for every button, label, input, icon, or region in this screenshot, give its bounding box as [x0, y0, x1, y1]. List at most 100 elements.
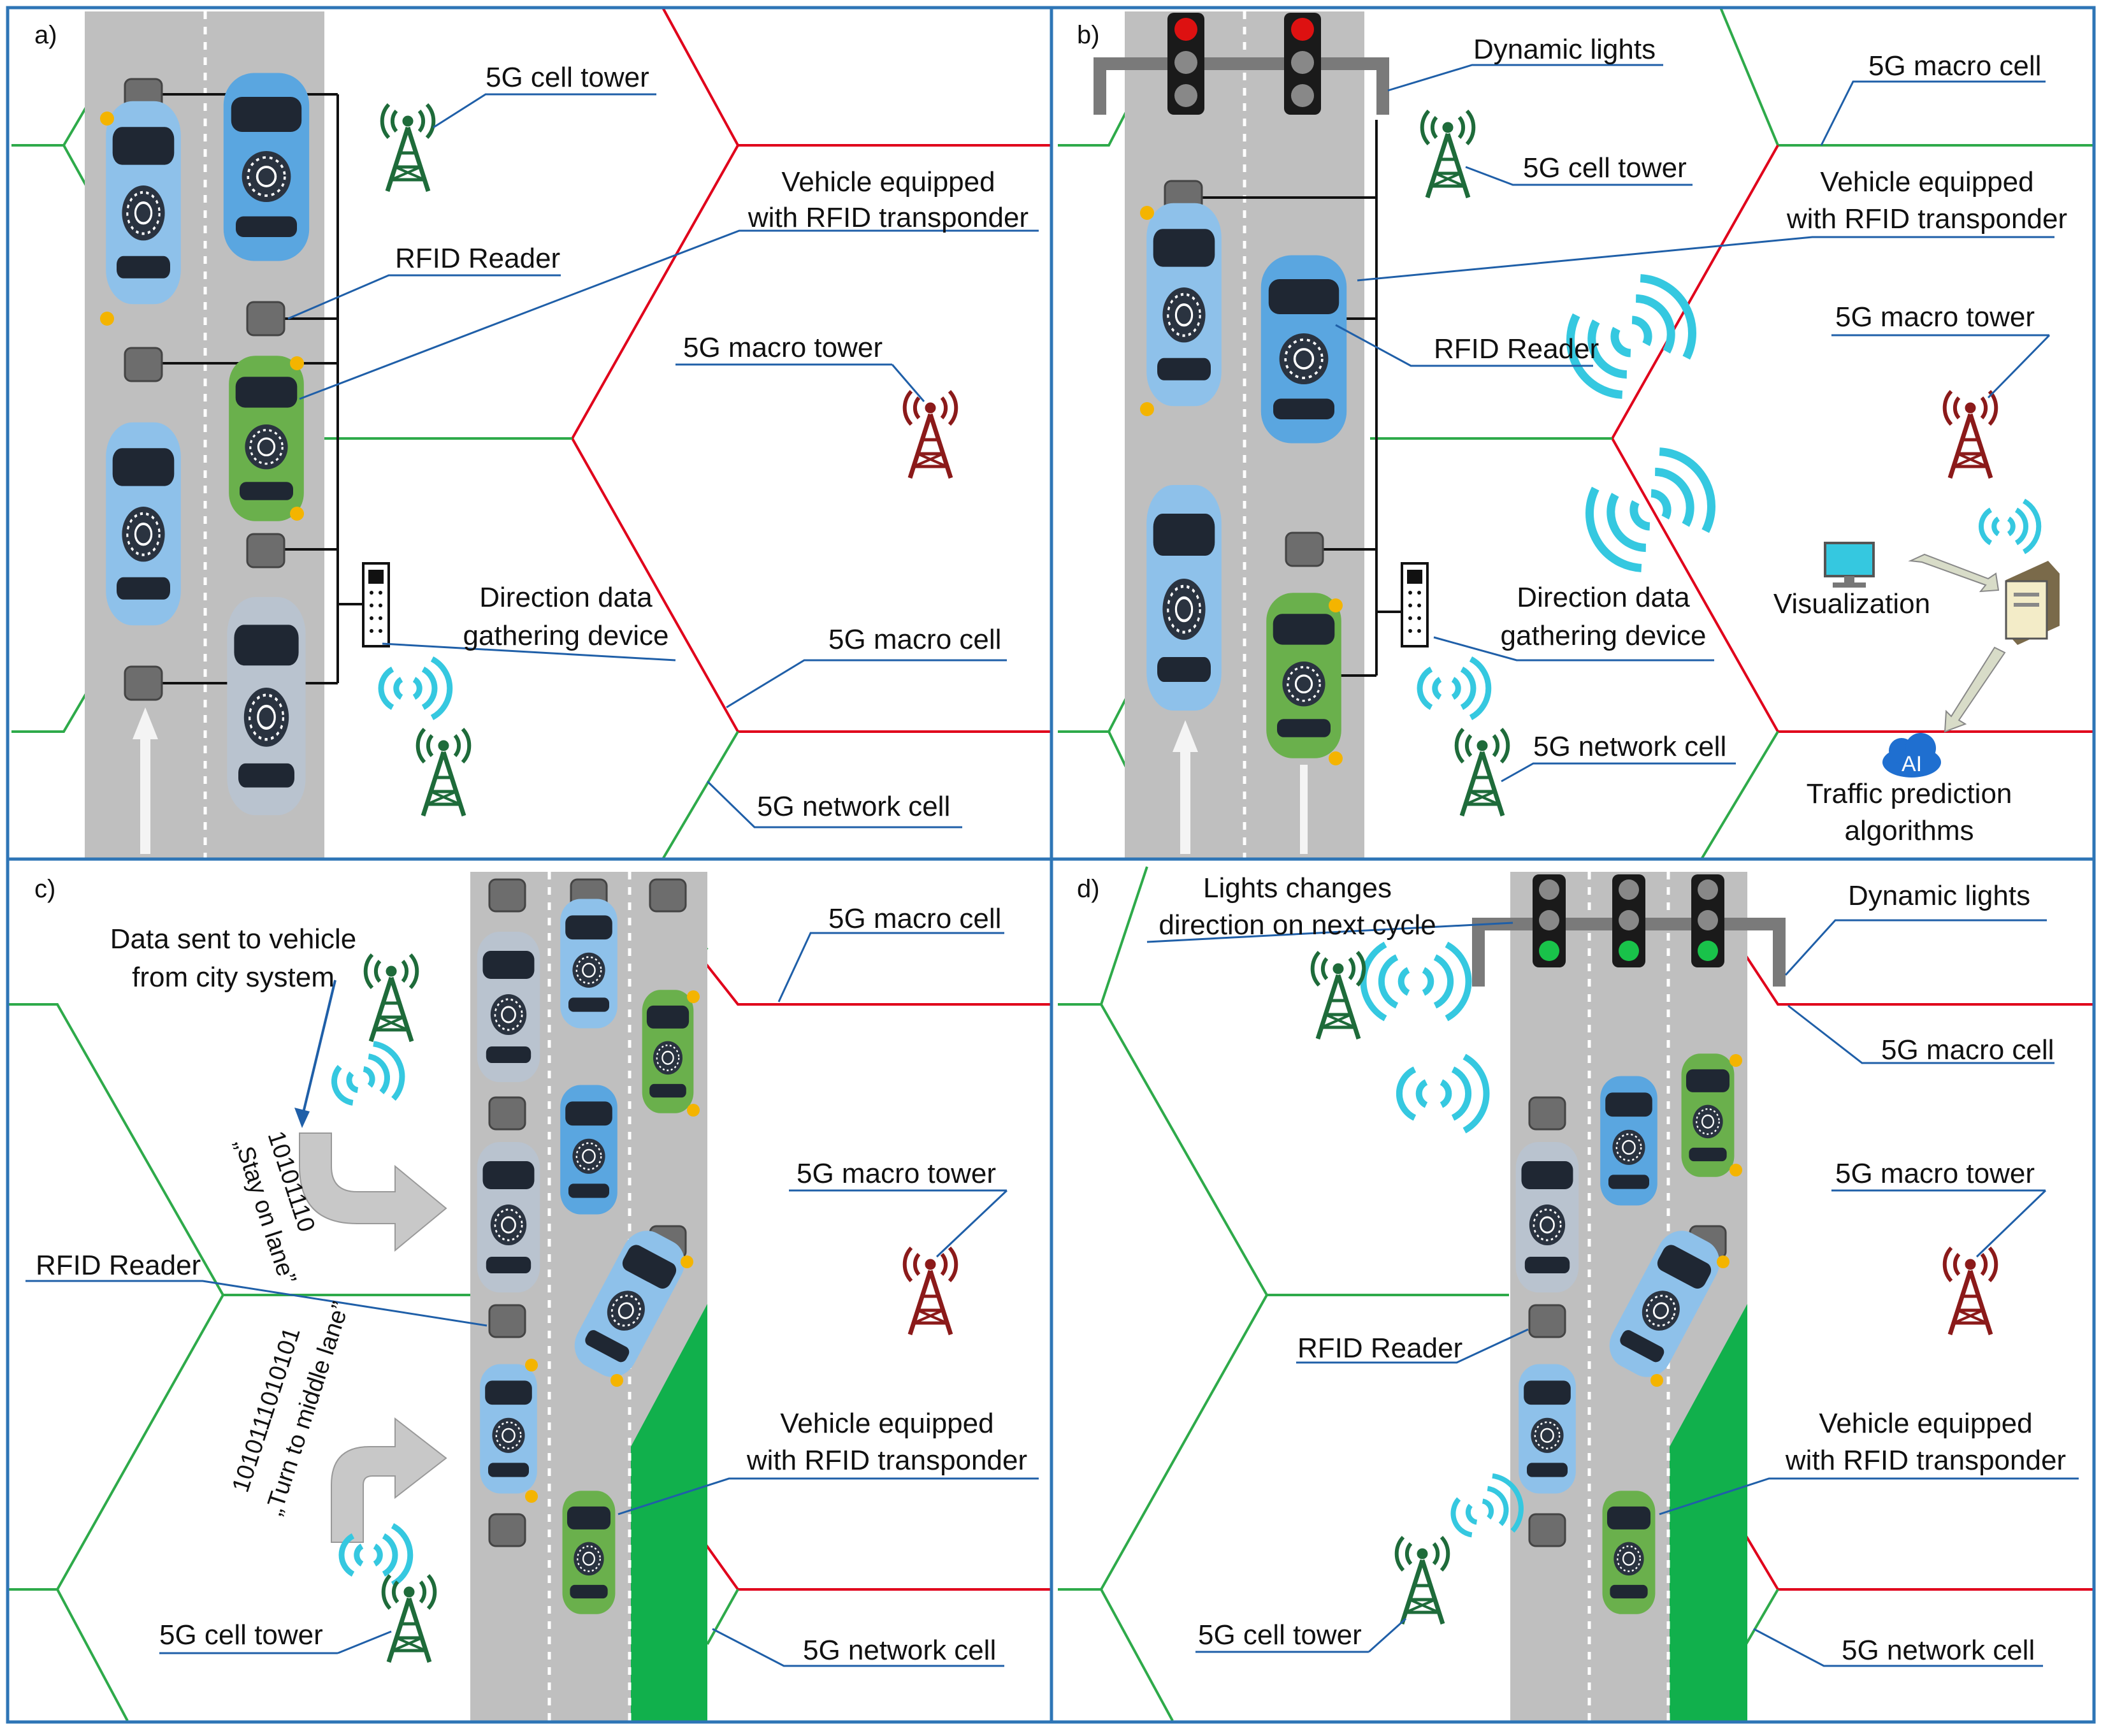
label-b-macro-cell: 5G macro cell	[1868, 50, 2041, 82]
panel-a: a) 5G cell tower RFID Reader Vehicle equ…	[11, 7, 1050, 860]
direction-device-a	[362, 562, 390, 647]
rfid-reader-a-3	[124, 347, 163, 382]
macro-tower-icon-d	[1945, 1248, 1996, 1335]
rfid-reader-a-4	[246, 533, 285, 568]
label-d-macro-tower: 5G macro tower	[1835, 1158, 2035, 1189]
label-a-rfid-reader: RFID Reader	[395, 243, 560, 274]
label-b-rfid-reader: RFID Reader	[1434, 333, 1599, 365]
rfid-reader-a-2	[246, 301, 285, 336]
lane-arrow-b	[1173, 720, 1198, 854]
wifi-icon-c-1	[331, 1041, 405, 1106]
vehicle-b-3	[1146, 485, 1222, 711]
sync-arrow-b-2	[1944, 646, 2006, 733]
panel-letter-b: b)	[1077, 21, 1100, 49]
label-b-visualization: Visualization	[1773, 588, 1930, 619]
cell-tower-icon-b-2	[1457, 729, 1508, 816]
macro-tower-icon-c	[905, 1248, 957, 1335]
vehicle-c-8	[561, 1490, 616, 1615]
leaders-b	[1335, 64, 2054, 783]
label-c-cell-tower: 5G cell tower	[159, 1619, 323, 1651]
server-icon	[2005, 561, 2060, 645]
cell-grid-a	[11, 7, 1050, 860]
green-zone-d	[1670, 1304, 1747, 1721]
vehicle-a-4	[106, 423, 181, 626]
cell-tower-icon-a-1	[382, 105, 434, 191]
wifi-icon-d-3	[1450, 1473, 1524, 1538]
vehicle-d-1	[1515, 1141, 1580, 1294]
cell-grid-d	[1058, 866, 2093, 1721]
vehicle-a-1	[106, 101, 181, 305]
panel-letter-d: d)	[1077, 875, 1100, 903]
wifi-icon-a	[378, 656, 453, 720]
turn-arrow-straight-c	[299, 1132, 447, 1252]
vehicle-b-2	[1259, 254, 1348, 445]
leaders-d	[1146, 919, 2079, 1667]
label-c-data-line1: Data sent to vehicle	[110, 923, 356, 955]
label-d-cell-tower: 5G cell tower	[1198, 1619, 1362, 1651]
wifi-icon-d-2	[1396, 1053, 1490, 1134]
data-arrow-c	[294, 980, 336, 1128]
wifi-icon-b-1	[1417, 656, 1492, 720]
cell-tower-icon-b-1	[1422, 111, 1474, 198]
label-c-rfid-reader: RFID Reader	[36, 1250, 201, 1281]
label-d-network-cell: 5G network cell	[1842, 1635, 2035, 1666]
cell-tower-icon-d-1	[1313, 952, 1364, 1039]
transponder-dots-c	[525, 990, 700, 1503]
sync-arrow-b-1	[1908, 553, 2000, 593]
cell-tower-icon-c-2	[384, 1575, 435, 1662]
label-d-vehicle-line1: Vehicle equipped	[1819, 1408, 2032, 1439]
label-a-macro-tower: 5G macro tower	[683, 332, 883, 363]
vehicle-b-1	[1146, 203, 1222, 407]
label-b-traffic-line2: algorithms	[1845, 815, 1974, 846]
panel-letter-a: a)	[34, 21, 57, 49]
panel-d: d) Lights changes direction on next cycl…	[1058, 866, 2093, 1721]
monitor-icon	[1824, 542, 1875, 588]
label-b-direction-line2: gathering device	[1501, 620, 1707, 651]
turn-arrow-right-c	[331, 1417, 447, 1543]
rfid-reader-b-2	[1285, 532, 1324, 567]
vehicle-c-3	[641, 989, 695, 1114]
vehicle-a-2	[222, 71, 311, 263]
label-a-vehicle-line1: Vehicle equipped	[781, 166, 995, 198]
vehicle-a-3	[227, 354, 305, 523]
panel-letter-c: c)	[34, 875, 55, 903]
label-c-data-line2: from city system	[132, 962, 335, 993]
label-a-vehicle-line2: with RFID transponder	[747, 202, 1029, 233]
label-a-macro-cell: 5G macro cell	[828, 624, 1001, 655]
label-a-network-cell: 5G network cell	[757, 791, 950, 822]
panel-frames	[6, 6, 2096, 1724]
label-b-cell-tower: 5G cell tower	[1523, 152, 1687, 184]
label-d-lights-line2: direction on next cycle	[1159, 909, 1436, 941]
vehicle-d-6	[1601, 1490, 1656, 1615]
transponder-dots-a	[100, 112, 304, 521]
rfid-reader-a-5	[124, 665, 163, 701]
label-c-vehicle-line2: with RFID transponder	[746, 1445, 1027, 1476]
panel-c: c) Data sent to vehicle from city system…	[9, 872, 1050, 1721]
panel-b: AI b) Dynamic lights 5G macro cell 5G ce…	[1058, 7, 2093, 860]
label-d-dynamic-lights: Dynamic lights	[1848, 880, 2030, 911]
transponder-dots-b	[1140, 206, 1343, 765]
macro-tower-icon-a	[905, 391, 957, 478]
wifi-icon-b-3	[1585, 447, 1715, 572]
label-d-lights-line1: Lights changes	[1203, 872, 1392, 904]
label-a-direction-line2: gathering device	[463, 620, 669, 651]
lane-arrow-a	[133, 707, 158, 854]
cell-tower-icon-d-2	[1397, 1537, 1448, 1624]
dynamic-lights-d	[1472, 874, 1786, 987]
vehicle-d-3	[1680, 1053, 1735, 1178]
transponder-dots-d	[1650, 1054, 1742, 1387]
cell-grid-c	[9, 910, 1050, 1721]
cell-tower-icon-c-1	[366, 955, 417, 1041]
vehicle-b-4	[1265, 591, 1343, 760]
macro-tower-icon-b	[1945, 391, 1996, 478]
vehicle-a-5	[227, 597, 305, 815]
ai-cloud-icon	[1882, 733, 1941, 778]
label-c-macro-cell: 5G macro cell	[828, 903, 1001, 934]
label-a-cell-tower: 5G cell tower	[486, 62, 649, 93]
dynamic-lights-b	[1094, 13, 1389, 115]
vehicle-c-2	[559, 898, 619, 1029]
label-b-traffic-line1: Traffic prediction	[1807, 778, 2012, 809]
vehicle-d-2	[1599, 1075, 1659, 1206]
label-c-network-cell: 5G network cell	[803, 1635, 996, 1666]
